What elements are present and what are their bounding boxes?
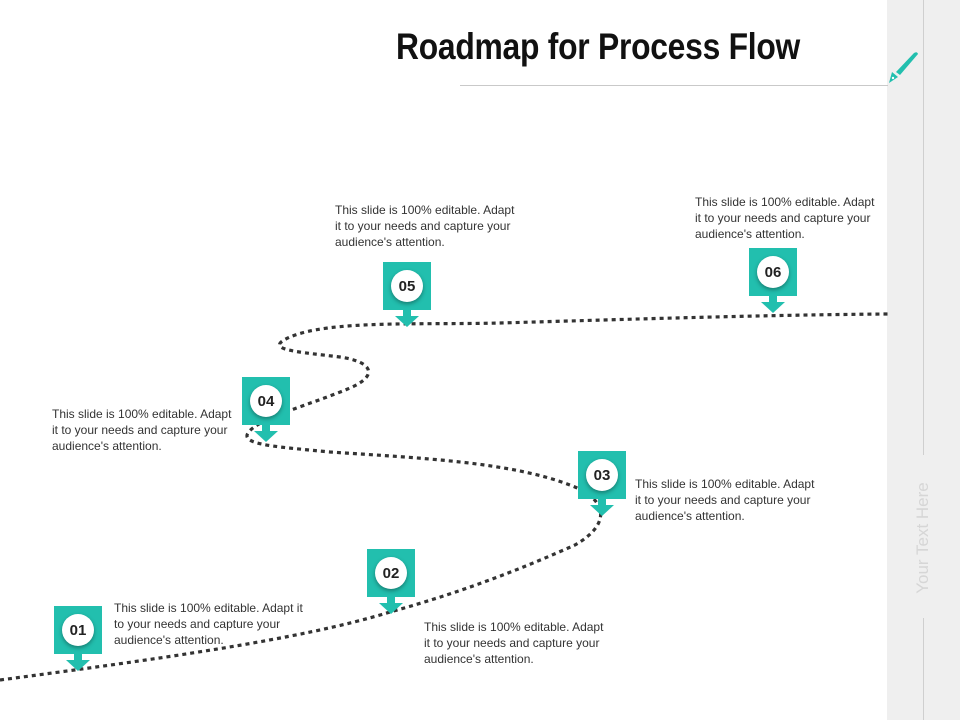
step-number-04: 04: [250, 385, 282, 417]
pen-icon: [889, 52, 918, 83]
step-text-02: This slide is 100% editable. Adapt it to…: [424, 620, 604, 666]
page-title: Roadmap for Process Flow: [396, 26, 801, 67]
step-number-03: 03: [586, 459, 618, 491]
step-number-01: 01: [62, 614, 94, 646]
step-marker-06: 06: [749, 248, 797, 313]
step-marker-04: 04: [242, 377, 290, 442]
step-marker-03: 03: [578, 451, 626, 516]
step-text-01: This slide is 100% editable. Adapt it to…: [114, 601, 303, 647]
title-divider: [460, 85, 888, 86]
step-marker-01: 01: [54, 606, 102, 671]
step-marker-02: 02: [367, 549, 415, 614]
sidebar-line-top: [923, 0, 924, 455]
step-text-06: This slide is 100% editable. Adapt it to…: [695, 195, 875, 241]
step-number-02: 02: [375, 557, 407, 589]
step-text-03: This slide is 100% editable. Adapt it to…: [635, 477, 815, 523]
step-marker-05: 05: [383, 262, 431, 327]
sidebar-line-bottom: [923, 618, 924, 720]
step-number-06: 06: [757, 256, 789, 288]
step-number-05: 05: [391, 270, 423, 302]
step-text-04: This slide is 100% editable. Adapt it to…: [52, 407, 232, 453]
step-text-05: This slide is 100% editable. Adapt it to…: [335, 203, 515, 249]
